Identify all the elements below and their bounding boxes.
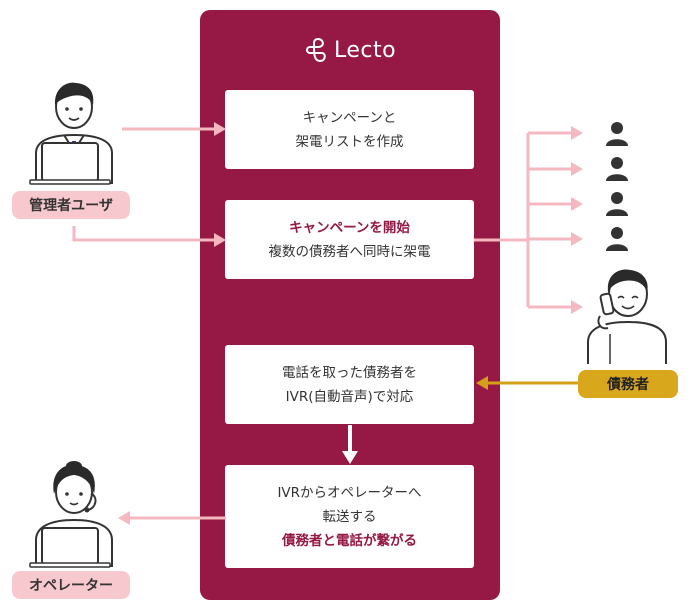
debtor-person-icon-3 bbox=[606, 192, 628, 216]
debtor-person-icon-1 bbox=[606, 122, 628, 146]
ivr-response-card: 電話を取った債務者を IVR(自動音声)で対応 bbox=[225, 345, 474, 424]
operator-transfer-line1: IVRからオペレーターへ bbox=[277, 484, 422, 501]
ivr-to-transfer-arrow bbox=[342, 425, 358, 464]
debtor-tag: 債務者 bbox=[578, 370, 678, 398]
debtor-label: 債務者 bbox=[607, 377, 649, 393]
admin-user-tag: 管理者ユーザ bbox=[12, 191, 130, 219]
transfer-to-operator-arrow bbox=[118, 511, 226, 525]
admin-to-create-arrow bbox=[122, 122, 226, 136]
start-to-debtors-arrows bbox=[474, 126, 583, 314]
create-campaign-line2: 架電リストを作成 bbox=[295, 133, 404, 150]
lecto-logo-text: Lecto bbox=[333, 37, 397, 63]
start-campaign-line1: キャンペーンを開始 bbox=[289, 219, 410, 236]
create-campaign-card: キャンペーンと 架電リストを作成 bbox=[225, 90, 474, 169]
ivr-response-line1: 電話を取った債務者を bbox=[282, 364, 417, 381]
admin-to-start-arrow bbox=[72, 226, 226, 247]
operator-tag: オペレーター bbox=[12, 571, 130, 599]
debtor-on-phone-icon bbox=[587, 269, 667, 364]
operator-transfer-card: IVRからオペレーターへ 転送する 債務者と電話が繋がる bbox=[225, 465, 474, 568]
debtor-person-icon-4 bbox=[606, 227, 628, 251]
operator-icon bbox=[29, 461, 113, 568]
lecto-logo-icon bbox=[305, 37, 326, 63]
start-campaign-card: キャンペーンを開始 複数の債務者へ同時に架電 bbox=[225, 200, 474, 279]
debtor-person-icon-2 bbox=[606, 157, 628, 181]
lecto-panel: Lecto キャンペーンと 架電リストを作成 キャンペーンを開始 複数の債務者へ… bbox=[200, 10, 500, 600]
start-campaign-line2: 複数の債務者へ同時に架電 bbox=[268, 243, 431, 260]
operator-transfer-line2: 転送する bbox=[322, 508, 377, 525]
debtor-to-ivr-arrow bbox=[476, 376, 578, 390]
lecto-logo: Lecto bbox=[200, 32, 500, 68]
admin-user-label: 管理者ユーザ bbox=[29, 198, 113, 214]
admin-user-icon bbox=[29, 82, 113, 185]
operator-transfer-line3: 債務者と電話が繋がる bbox=[282, 532, 417, 549]
operator-label: オペレーター bbox=[29, 578, 113, 594]
create-campaign-line1: キャンペーンと bbox=[302, 109, 397, 126]
ivr-response-line2: IVR(自動音声)で対応 bbox=[285, 388, 414, 405]
